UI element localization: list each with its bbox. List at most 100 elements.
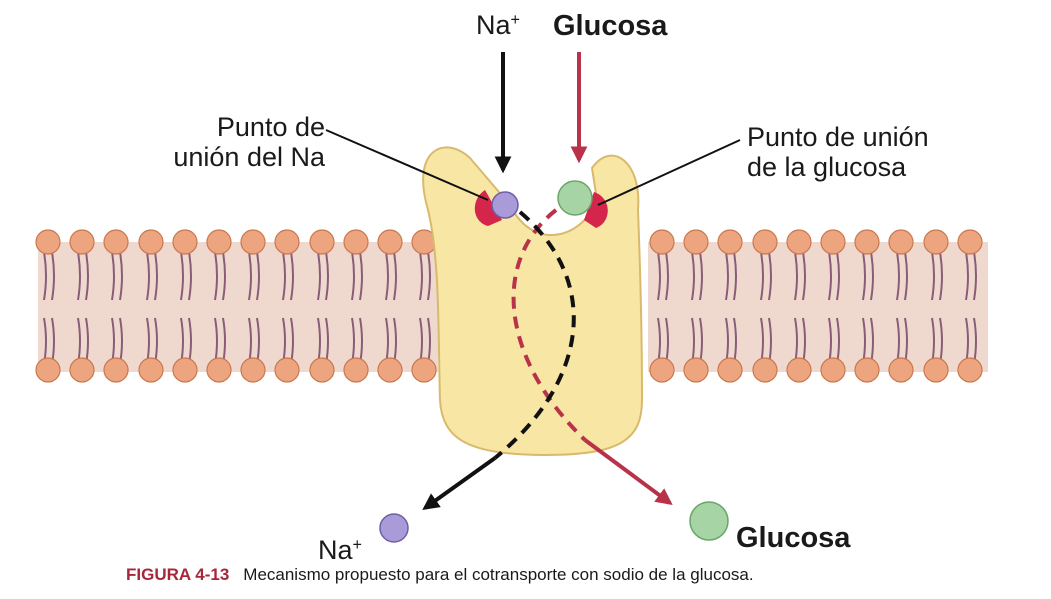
glucose-binding-site: [584, 192, 608, 228]
phospholipid-head: [683, 357, 709, 383]
glucose-exit-arrow: [583, 438, 673, 506]
phospholipid-head: [206, 357, 232, 383]
caption-text: Mecanismo propuesto para el cotransporte…: [243, 565, 754, 584]
phospholipid-head: [957, 229, 983, 255]
label-glucose-top: Glucosa: [553, 10, 668, 42]
glucose-molecule-released: [689, 501, 729, 541]
label-sodium-binding-site: Punto de unión del Na: [173, 112, 325, 173]
phospholipid-tail: [794, 251, 798, 301]
phospholipid-tail: [931, 251, 935, 301]
phospholipid-tail: [699, 251, 703, 301]
phospholipid-head: [138, 357, 164, 383]
phospholipid-tail: [836, 251, 840, 301]
membrane-band-right: [648, 242, 988, 372]
phospholipid-head: [854, 229, 880, 255]
phospholipid-tail: [154, 251, 158, 301]
phospholipid-head: [138, 229, 164, 255]
phospholipid-head: [172, 357, 198, 383]
phospholipid-tail: [85, 251, 89, 301]
phospholipid-tail: [828, 251, 832, 301]
phospholipid-head: [240, 357, 266, 383]
phospholipid-tail: [146, 251, 150, 301]
phospholipid-tail: [248, 251, 252, 301]
phospholipid-tail: [290, 251, 294, 301]
phospholipid-tail: [896, 251, 900, 301]
phospholipid-head: [69, 357, 95, 383]
phospholipid-head: [888, 357, 914, 383]
phospholipid-head: [240, 229, 266, 255]
phospholipid-head: [377, 229, 403, 255]
phospholipid-head: [274, 229, 300, 255]
label-glucose-binding-site: Punto de unión de la glucosa: [747, 122, 929, 183]
phospholipid-head: [888, 229, 914, 255]
phospholipid-tail: [180, 251, 184, 301]
phospholipid-head: [343, 357, 369, 383]
phospholipid-head: [923, 229, 949, 255]
phospholipid-tail: [870, 251, 874, 301]
phospholipid-tail: [385, 251, 389, 301]
phospholipid-head: [103, 229, 129, 255]
phospholipid-head: [820, 357, 846, 383]
phospholipid-tail: [256, 251, 260, 301]
phospholipid-head: [343, 229, 369, 255]
phospholipid-tail: [43, 251, 47, 301]
phospholipid-tail: [665, 251, 669, 301]
phospholipid-tail: [214, 251, 218, 301]
phospholipid-tail: [359, 251, 363, 301]
phospholipid-head: [35, 357, 61, 383]
phospholipid-tail: [419, 251, 423, 301]
phospholipid-tail: [317, 251, 321, 301]
phospholipid-head: [717, 229, 743, 255]
label-sodium-top: Na+: [476, 10, 520, 40]
phospholipid-tail: [725, 251, 729, 301]
sodium-site-leader: [325, 129, 489, 201]
phospholipid-tail: [904, 251, 908, 301]
phospholipid-tail: [939, 251, 943, 301]
phospholipid-tail: [282, 251, 286, 301]
phospholipid-head: [752, 357, 778, 383]
sodium-binding-site: [474, 190, 502, 226]
phospholipid-tail: [222, 251, 226, 301]
phospholipid-head: [35, 229, 61, 255]
glucose-site-leader: [597, 139, 741, 206]
phospholipid-head: [923, 357, 949, 383]
sodium-exit-arrow: [422, 456, 497, 510]
phospholipid-tail: [325, 251, 329, 301]
phospholipid-head: [854, 357, 880, 383]
phospholipid-head: [206, 229, 232, 255]
phospholipid-tail: [691, 251, 695, 301]
phospholipid-head: [717, 357, 743, 383]
phospholipid-tail: [760, 251, 764, 301]
phospholipid-tail: [768, 251, 772, 301]
phospholipid-tail: [111, 251, 115, 301]
glucose-path-dashed: [511, 208, 587, 442]
phospholipid-tail: [77, 251, 81, 301]
phospholipid-tail: [51, 251, 55, 301]
phospholipid-head: [786, 229, 812, 255]
label-glucose-bottom: Glucosa: [736, 522, 851, 554]
phospholipid-head: [172, 229, 198, 255]
membrane-band-left: [38, 242, 438, 372]
phospholipid-tail: [119, 251, 123, 301]
phospholipid-head: [683, 229, 709, 255]
phospholipid-head: [309, 229, 335, 255]
glucose-molecule-bound: [557, 180, 593, 216]
phospholipid-tail: [188, 251, 192, 301]
phospholipid-tail: [862, 251, 866, 301]
phospholipid-tail: [427, 251, 431, 301]
phospholipid-head: [103, 357, 129, 383]
phospholipid-tail: [733, 251, 737, 301]
phospholipid-tail: [351, 251, 355, 301]
phospholipid-head: [309, 357, 335, 383]
phospholipid-tail: [802, 251, 806, 301]
sodium-path-dashed: [493, 210, 576, 460]
phospholipid-head: [69, 229, 95, 255]
phospholipid-tail: [393, 251, 397, 301]
phospholipid-heads: [35, 229, 983, 383]
phospholipid-head: [957, 357, 983, 383]
phospholipid-tail: [973, 251, 977, 301]
phospholipid-tail: [965, 251, 969, 301]
phospholipid-head: [649, 357, 675, 383]
phospholipid-head: [274, 357, 300, 383]
